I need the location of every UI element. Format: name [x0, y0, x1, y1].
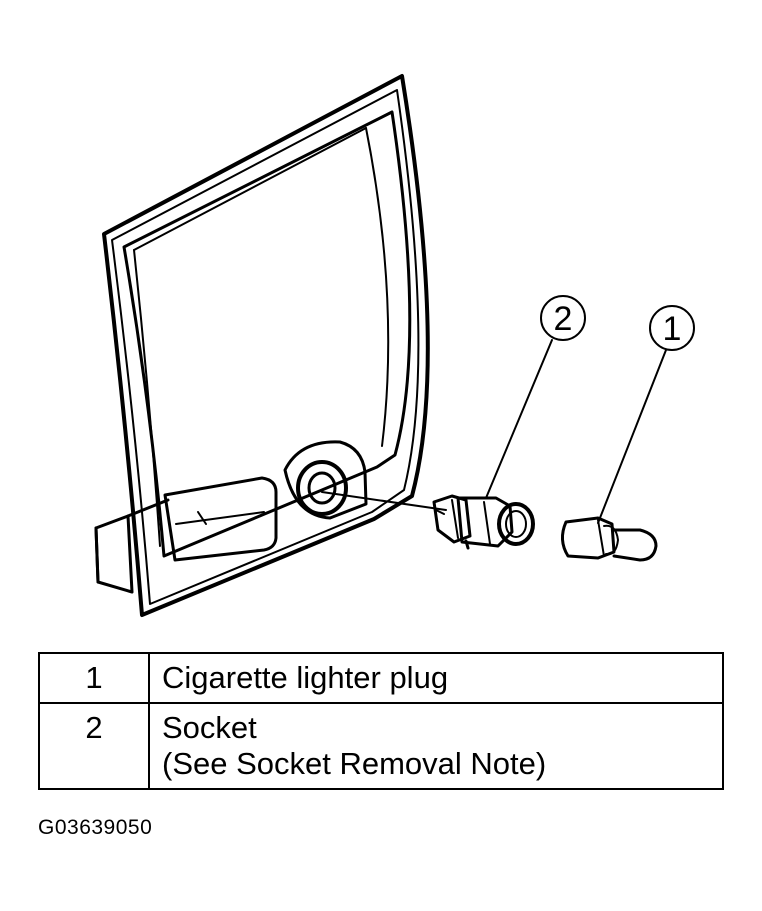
lighter-removal-diagram: 2 1: [94, 74, 695, 617]
callout-1-number: 1: [663, 310, 682, 348]
socket-part: [432, 494, 535, 550]
callout-2-leader: [485, 339, 553, 499]
legend-label-2: Socket (See Socket Removal Note): [148, 702, 724, 790]
legend-row-2: 2 Socket (See Socket Removal Note): [38, 702, 724, 790]
legend-row-1: 1 Cigarette lighter plug: [38, 652, 724, 704]
callout-2-circle: [540, 295, 586, 341]
instrument-panel-bezel: [102, 74, 430, 617]
callout-1-leader: [597, 349, 667, 524]
lighter-bezel-recess: [283, 440, 368, 520]
legend-label-1-text: Cigarette lighter plug: [162, 660, 449, 695]
side-pocket: [94, 498, 170, 594]
callout-2-number: 2: [554, 300, 573, 338]
callout-1-circle: [649, 305, 695, 351]
callout-legend-table: 1 Cigarette lighter plug 2 Socket (See S…: [38, 652, 724, 790]
legend-label-2-text: Socket: [162, 710, 257, 745]
figure-id: G03639050: [38, 816, 153, 839]
legend-label-2-note: (See Socket Removal Note): [162, 746, 547, 781]
storage-compartment: [163, 476, 278, 562]
installation-line: [321, 491, 447, 511]
legend-number-1: 1: [38, 652, 150, 704]
legend-number-2: 2: [38, 702, 150, 790]
legend-label-1: Cigarette lighter plug: [148, 652, 724, 704]
lighter-plug-part: [561, 516, 658, 562]
